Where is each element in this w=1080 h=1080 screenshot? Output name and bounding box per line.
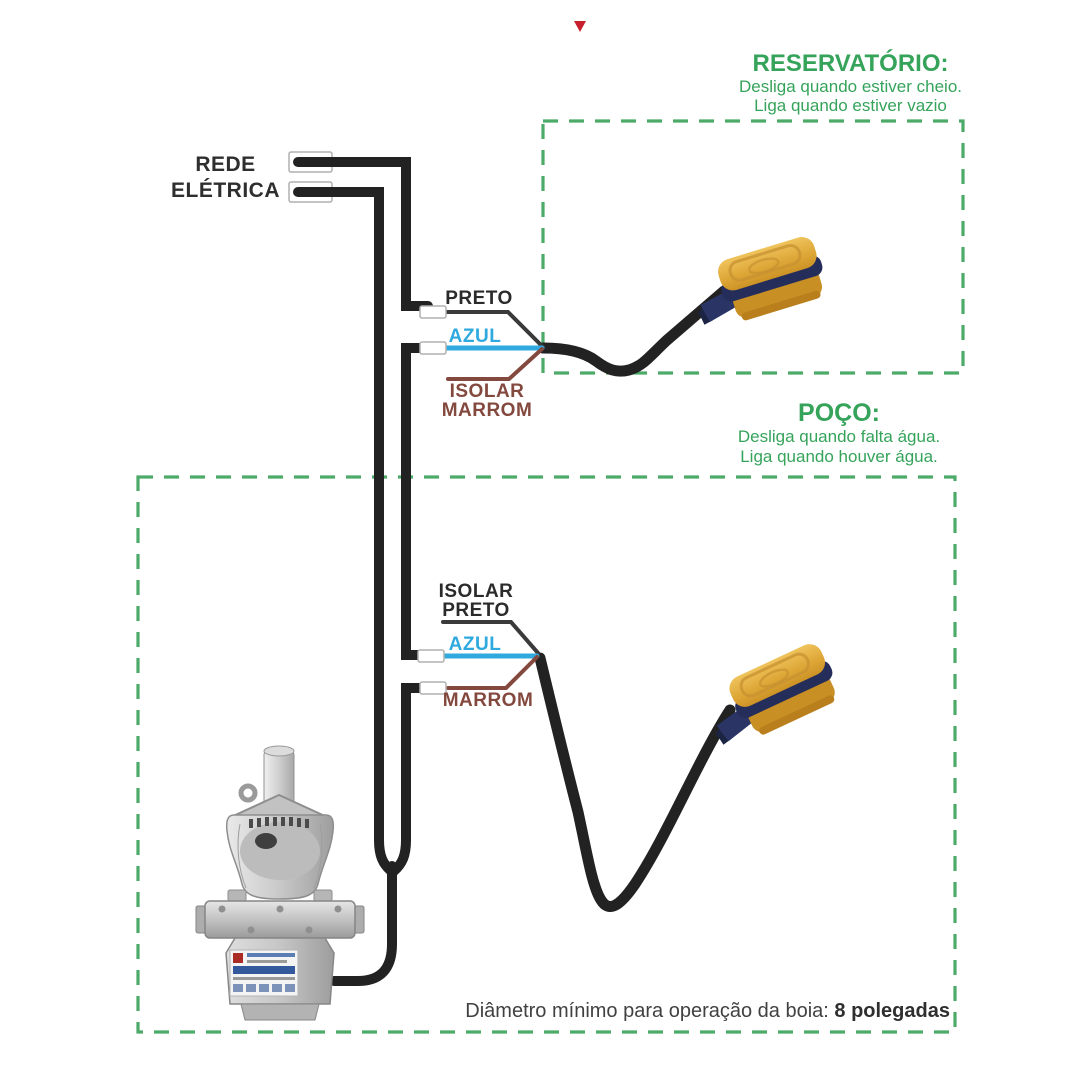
rede-eletrica-label: REDE ELÉTRICA [163, 152, 288, 204]
cable-merged-to-pump [329, 861, 397, 986]
pump-vents [249, 817, 309, 828]
reservatorio-title: RESERVATÓRIO: [752, 50, 949, 77]
rede-line1: REDE [195, 153, 256, 176]
junction2-wires [441, 620, 540, 690]
pump-seam-left [237, 823, 247, 889]
sleeve-azul-2 [417, 649, 445, 663]
poco-desc1: Desliga quando falta água. [737, 427, 941, 446]
rede-line2: ELÉTRICA [171, 179, 280, 202]
pump-flange-nub-left [227, 889, 247, 902]
cable-rede-to-preto1 [293, 157, 433, 311]
label-azul-reservatorio: AZUL [448, 326, 502, 347]
poco-note: POÇO: Desliga quando falta água. Liga qu… [725, 399, 953, 467]
wire-marrom-2 [446, 655, 539, 690]
pump-spout-top [263, 745, 295, 757]
power-cables [293, 157, 736, 986]
isolar-preto-line1: ISOLAR [438, 581, 514, 602]
cable-azul1-to-azul2 [401, 343, 433, 660]
label-isolar-preto: ISOLAR PRETO [438, 582, 514, 620]
pump-eyelet [238, 783, 258, 803]
cable-to-reservatorio-float [537, 285, 730, 377]
pump-seam-right [313, 823, 323, 889]
poco-zone-box [136, 475, 957, 1034]
pump-flange-nub-right [313, 889, 333, 902]
float-switch-reservatorio [684, 231, 833, 335]
label-marrom-poco: MARROM [442, 690, 534, 711]
label-preto-reservatorio: PRETO [445, 288, 513, 309]
cable-marrom2-to-pump [389, 683, 433, 876]
cable-rede-to-pump [293, 187, 396, 876]
isolar-marrom-line2: MARROM [441, 400, 533, 421]
caption-text: Diâmetro mínimo para operação da boia: [465, 1000, 835, 1022]
pump-motor-hole [255, 833, 277, 849]
reservatorio-note: RESERVATÓRIO: Desliga quando estiver che… [733, 50, 968, 116]
pump-motor-core [240, 822, 320, 880]
reservatorio-zone-box [541, 119, 965, 375]
isolar-preto-line2: PRETO [442, 600, 510, 621]
red-triangle-marker-icon [574, 21, 586, 32]
float-switch-poco [696, 637, 847, 755]
pump-base [240, 1003, 320, 1021]
wire-marrom-1-isolado [446, 347, 544, 381]
wire-preto-2-isolado [441, 620, 540, 655]
pump-label-sticker [229, 949, 299, 997]
label-isolar-marrom: ISOLAR MARROM [440, 382, 534, 420]
submersible-pump [195, 745, 365, 1021]
cable-to-poco-float [534, 652, 736, 912]
wire-preto-1 [442, 310, 545, 349]
sleeve-marrom-2 [419, 681, 447, 695]
poco-title: POÇO: [798, 399, 880, 427]
label-azul-poco: AZUL [448, 634, 502, 655]
sleeve-azul-1 [419, 341, 447, 355]
sleeve-preto-1 [419, 305, 447, 319]
isolar-marrom-line1: ISOLAR [449, 381, 525, 402]
minimum-diameter-caption: Diâmetro mínimo para operação da boia: 8… [380, 999, 950, 1023]
reservatorio-desc1: Desliga quando estiver cheio. [738, 77, 963, 96]
junction1-wires [441, 310, 545, 381]
wire-sleeves [417, 305, 447, 695]
pump-flange-bolts [218, 905, 342, 934]
caption-bold-value: 8 polegadas [834, 1000, 950, 1022]
reservatorio-desc2: Liga quando estiver vazio [754, 96, 947, 115]
poco-desc2: Liga quando houver água. [740, 447, 938, 466]
